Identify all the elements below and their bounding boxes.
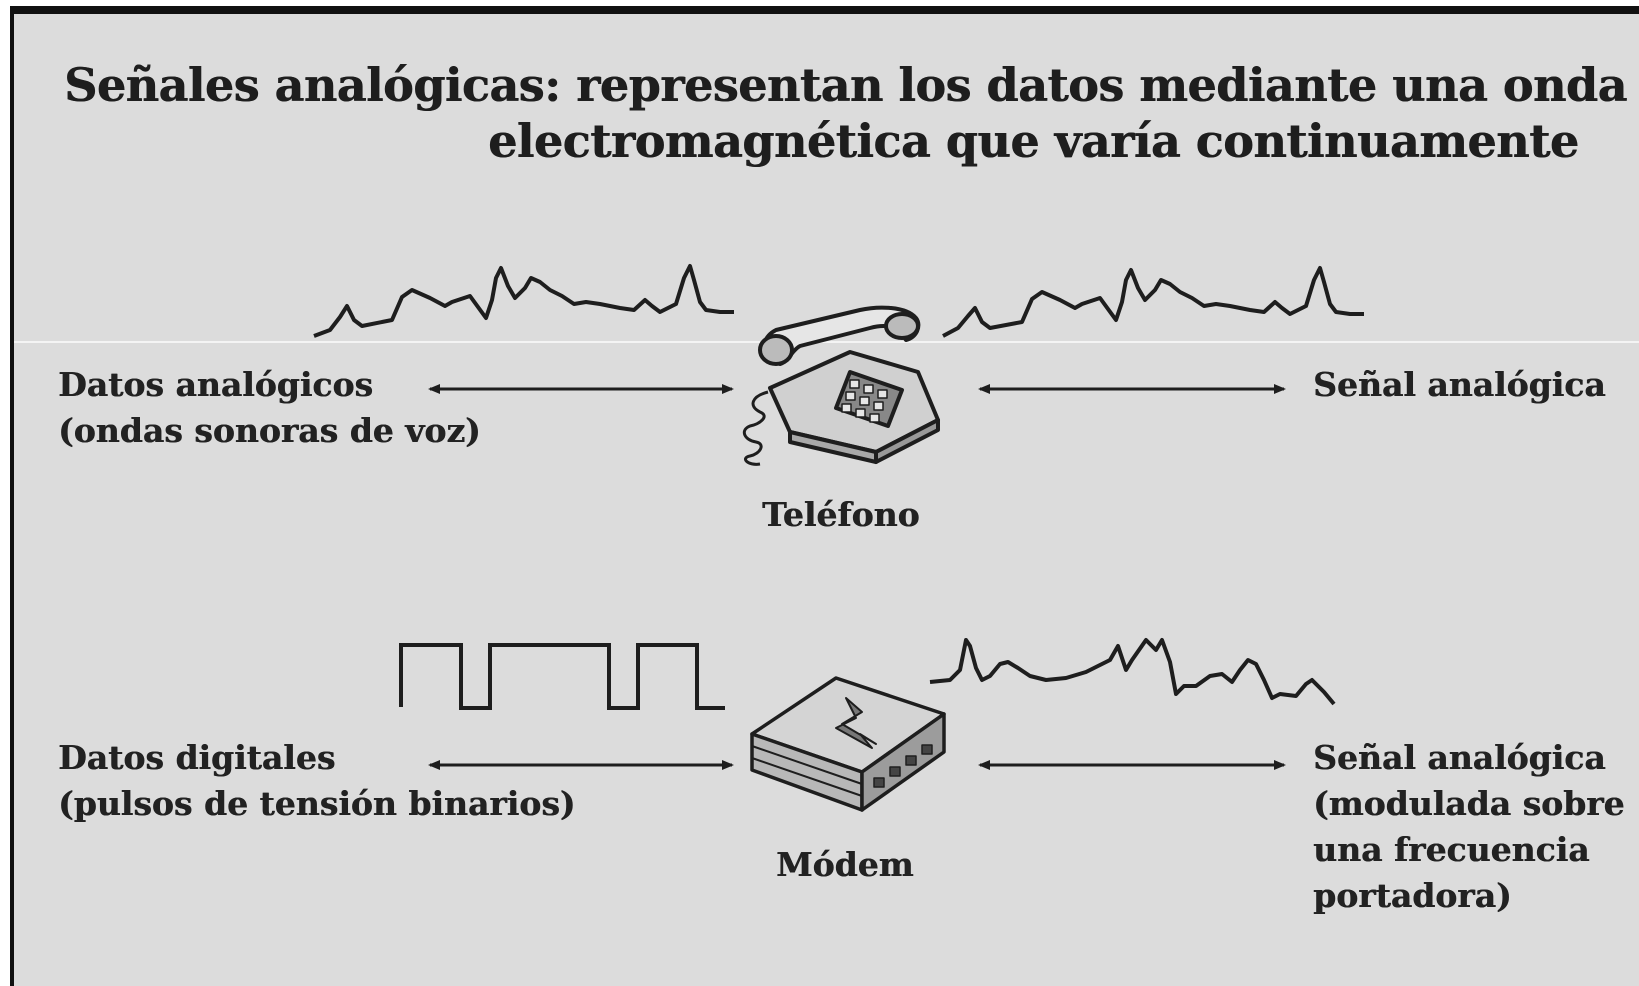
scan-artifact-line bbox=[14, 341, 1639, 343]
analog-input-waveform bbox=[313, 264, 734, 338]
digital-data-label-line-1: Datos digitales bbox=[58, 738, 336, 777]
modulated-signal-label: Señal analógica (modulada sobre una frec… bbox=[1313, 735, 1625, 919]
analog-data-label-line-1: Datos analógicos bbox=[58, 365, 373, 404]
modem-icon bbox=[750, 676, 946, 812]
analog-data-label: Datos analógicos (ondas sonoras de voz) bbox=[58, 362, 481, 454]
digital-data-label: Datos digitales (pulsos de tensión binar… bbox=[58, 735, 575, 827]
modulated-signal-label-line-1: Señal analógica bbox=[1313, 738, 1606, 777]
modulated-signal-label-line-3: una frecuencia bbox=[1313, 830, 1590, 869]
telephone-icon bbox=[742, 305, 940, 466]
title-line-1: Señales analógicas: representan los dato… bbox=[64, 58, 1627, 112]
analog-output-waveform-2 bbox=[929, 638, 1336, 706]
square-wave-input bbox=[399, 643, 725, 710]
diagram-frame bbox=[10, 6, 1639, 986]
title-line-2: electromagnética que varía continuamente bbox=[488, 114, 1579, 168]
digital-data-label-line-2: (pulsos de tensión binarios) bbox=[58, 784, 576, 823]
analog-signal-label: Señal analógica bbox=[1313, 362, 1606, 408]
analog-data-label-line-2: (ondas sonoras de voz) bbox=[58, 411, 481, 450]
telephone-label: Teléfono bbox=[762, 495, 920, 534]
modulated-signal-label-line-2: (modulada sobre bbox=[1313, 784, 1625, 823]
modem-label: Módem bbox=[776, 845, 914, 884]
modulated-signal-label-line-4: portadora) bbox=[1313, 876, 1512, 915]
analog-signal-label-line-1: Señal analógica bbox=[1313, 365, 1606, 404]
analog-output-waveform-1 bbox=[942, 266, 1364, 338]
